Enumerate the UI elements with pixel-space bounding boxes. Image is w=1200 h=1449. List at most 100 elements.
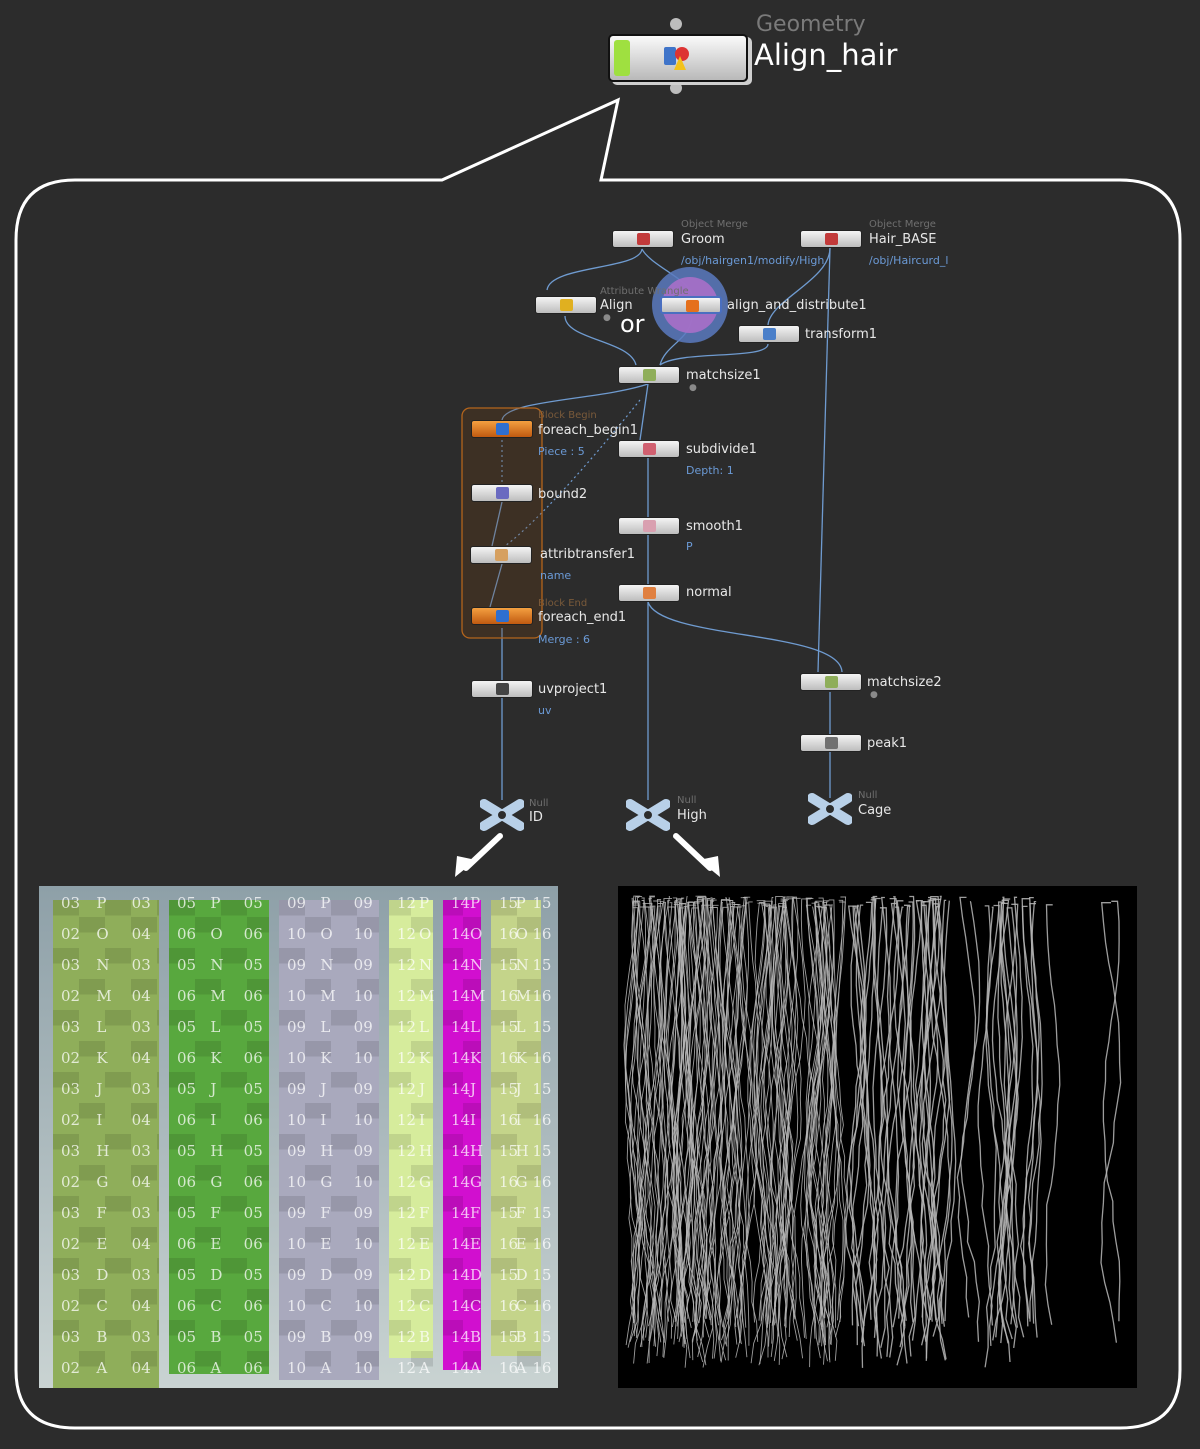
uv-cell-label: K [96,1049,108,1067]
uv-cell-label: C [470,1297,481,1315]
node-matchsize2[interactable] [800,673,862,691]
uv-cell-label: 12 [397,1173,416,1191]
node-attribtransfer[interactable] [470,546,532,564]
hair-strand [760,906,772,1347]
uv-cell-label: E [419,1235,430,1253]
uv-cell-label: K [516,1049,528,1067]
uv-cell-label: P [96,894,106,912]
uv-cell-label: K [470,1049,482,1067]
hair-strand [1020,905,1034,1327]
uv-cell-label: 03 [132,894,151,912]
uv-cell-label: 14 [451,1266,470,1284]
uv-cell-label: 10 [287,987,306,1005]
uv-cell-label: 09 [287,1328,306,1346]
uv-cell-label: 16 [499,1235,518,1253]
node-foreach-begin[interactable] [471,420,533,438]
uv-cell-label: 02 [61,1111,80,1129]
hair-strand [877,896,894,1358]
hair-strand [921,895,941,1337]
null-cage-icon[interactable] [808,792,852,826]
hair-strand [654,898,666,1320]
hair-strand [636,902,654,1364]
uv-cell-label: D [320,1266,332,1284]
uv-cell-label: G [320,1173,332,1191]
hair-preview-panel [618,886,1137,1388]
uv-cell-label: 15 [499,1328,518,1346]
hair-strand [752,902,774,1323]
align-distribute-icon [686,300,699,312]
uv-cell-label: 04 [132,925,151,943]
node-foreach-end[interactable] [471,607,533,625]
uv-cell-label: E [96,1235,107,1253]
display-flag[interactable] [614,40,630,76]
uv-cell-label: B [419,1328,430,1346]
uv-cell-label: 15 [499,1142,518,1160]
uv-cell-label: A [418,1359,430,1377]
null-id-icon[interactable] [480,798,524,832]
uv-cell-label: H [210,1142,223,1160]
node-normal[interactable] [618,584,680,602]
uv-cell-label: 12 [397,956,416,974]
node-matchsize1[interactable] [618,366,680,384]
uv-cell-label: 09 [287,894,306,912]
uv-cell-label: 16 [499,925,518,943]
uv-cell-label: 12 [397,1359,416,1377]
uv-cell-label: 10 [354,1235,373,1253]
node-subdivide[interactable] [618,440,680,458]
uv-cell-label: 06 [244,987,263,1005]
uv-cell-label: L [470,1018,480,1036]
uv-cell-label: 05 [244,1204,263,1222]
hair-strand [700,907,718,1368]
node-align-and-distribute[interactable] [660,296,722,314]
node-align[interactable] [535,296,597,314]
uv-cell-label: 16 [532,1049,551,1067]
uv-cell-label: 04 [132,987,151,1005]
null-cage-name: Cage [858,803,892,818]
uv-cell-label: L [516,1018,526,1036]
hair-strand [808,906,827,1368]
hair-strand [749,902,767,1364]
node-uvproject[interactable] [471,680,533,698]
uv-cell-label: 02 [61,1297,80,1315]
hair-strand [872,907,890,1348]
uv-cell-label: 05 [244,1142,263,1160]
node-transform[interactable] [738,325,800,343]
hair-strand [819,901,834,1363]
uv-cell-label: A [209,1359,221,1377]
node-groom[interactable] [612,230,674,248]
uv-cell-label: 12 [397,1204,416,1222]
hair-strand [705,898,718,1359]
matchsize-icon [825,676,838,688]
hair-strand [815,904,834,1346]
uv-cell-label: H [470,1142,483,1160]
uv-cell-label: 15 [532,1080,551,1098]
hair-strand [811,906,832,1328]
node-smooth[interactable] [618,517,680,535]
null-high-icon[interactable] [626,798,670,832]
uv-cell-label: C [210,1297,221,1315]
uv-cell-label: A [469,1359,481,1377]
uv-cell-label: L [320,1018,330,1036]
node-hair-base[interactable] [800,230,862,248]
uv-cell-label: C [419,1297,430,1315]
groom-param: /obj/hairgen1/modify/High [681,254,825,267]
lock-icon: ● [870,690,878,700]
uv-cell-label: 09 [287,1018,306,1036]
uv-cell-label: 14 [451,1204,470,1222]
uv-cell-label: M [320,987,335,1005]
matchsize2-name: matchsize2 [867,675,942,690]
hair-strand [887,902,908,1364]
uv-cell-label: 05 [177,1080,196,1098]
hair-strand [855,904,871,1346]
uv-cell-label: 03 [61,1080,80,1098]
top-node-type: Geometry [756,12,866,37]
foreach-begin-type: Block Begin [538,410,597,421]
foreach-end-name: foreach_end1 [538,610,627,625]
node-bound[interactable] [471,484,533,502]
uv-cell-label: 14 [451,894,470,912]
lock-icon: ● [689,383,697,393]
node-peak[interactable] [800,734,862,752]
geometry-node-align-hair[interactable] [608,34,748,82]
uv-cell-label: B [470,1328,481,1346]
